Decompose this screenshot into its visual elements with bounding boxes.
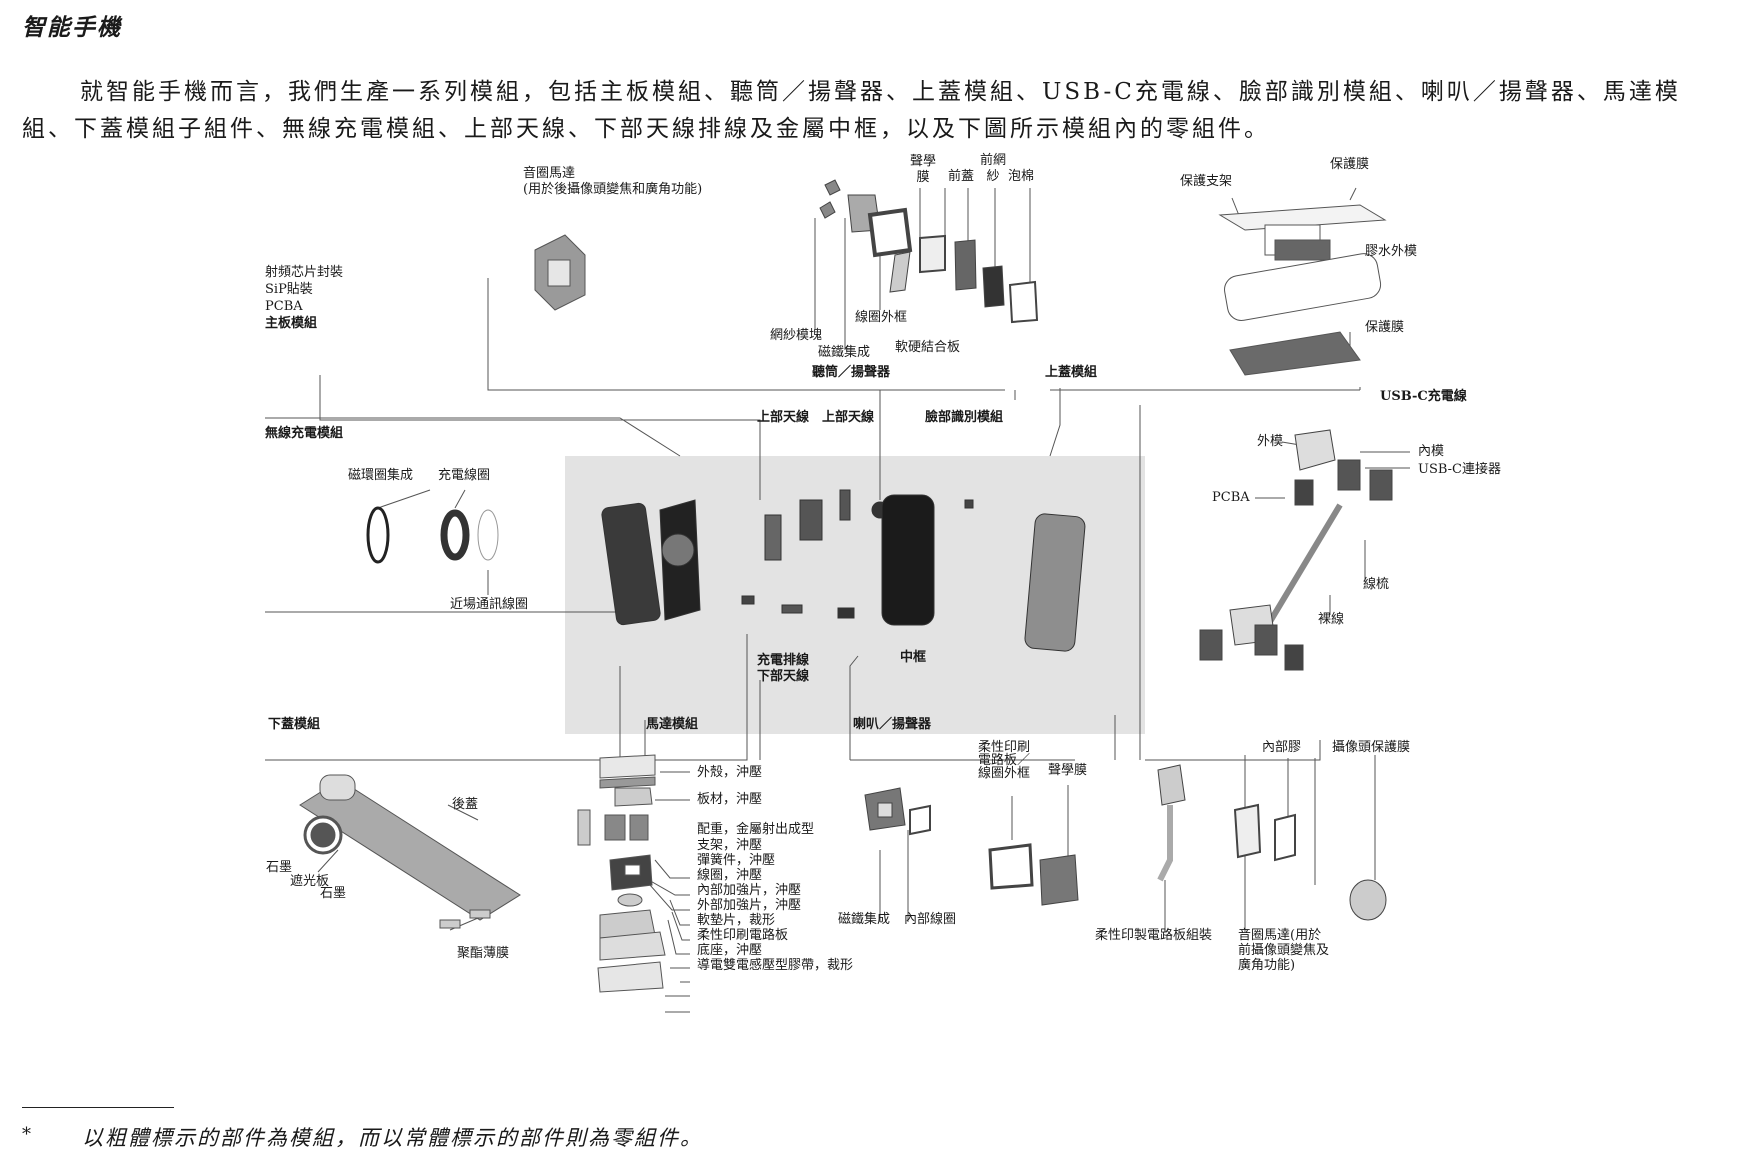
mainboard-label-sip: SiP貼裝 xyxy=(265,282,313,297)
center-lower-antenna: 下部天線 xyxy=(757,669,810,684)
center-upper-antenna-2: 上部天線 xyxy=(822,410,875,425)
mainboard-label-rf: 射頻芯片封裝 xyxy=(265,265,344,280)
mainboard-label-pcba: PCBA xyxy=(265,299,303,314)
camera-vcm: 音圈馬達(用於 前攝像頭變焦及 廣角功能) xyxy=(1238,928,1330,973)
section-heading: 智能手機 xyxy=(22,14,122,41)
bottom-light-shield: 遮光板 xyxy=(290,874,330,889)
top-cover-glue-mold: 膠水外模 xyxy=(1365,244,1418,259)
center-phone-assembly xyxy=(601,489,1086,652)
footnote-text: 以粗體標示的部件為模組，而以常體標示的部件則為零組件。 xyxy=(82,1126,703,1150)
top-cover-film2: 保護膜 xyxy=(1365,320,1405,335)
usbc-pcba: PCBA xyxy=(1212,490,1250,505)
speaker-inner-coil: 內部線圈 xyxy=(904,912,957,927)
motor-item: 彈簧件，沖壓 xyxy=(697,853,776,868)
camera-fpc-assembly: 柔性印製電路板組裝 xyxy=(1095,928,1213,943)
top-cover-parts xyxy=(1218,204,1387,376)
bottom-graphite-1: 石墨 xyxy=(266,860,293,875)
receiver-magnet: 磁鐵集成 xyxy=(818,345,871,360)
wireless-title: 無線充電模組 xyxy=(265,426,344,441)
voice-coil-motor-top xyxy=(534,234,586,311)
camera-parts xyxy=(1157,764,1387,921)
receiver-title: 聽筒／揚聲器 xyxy=(812,365,891,380)
diagram-artwork xyxy=(265,179,1410,1013)
top-cover-bracket: 保護支架 xyxy=(1180,174,1233,189)
vcm-top-label: 音圈馬達 xyxy=(523,166,576,181)
receiver-front-mesh: 前網 紗 xyxy=(980,153,1007,184)
receiver-rigid-flex: 軟硬結合板 xyxy=(895,340,961,355)
receiver-mesh-block: 網紗模塊 xyxy=(770,328,823,343)
motor-item: 線圈，沖壓 xyxy=(697,868,763,883)
top-cover-film1: 保護膜 xyxy=(1330,157,1370,172)
motor-item: 外殼，沖壓 xyxy=(697,765,763,780)
center-mid-frame: 中框 xyxy=(900,650,927,665)
wireless-charge-coil: 充電線圈 xyxy=(438,468,491,483)
motor-item: 底座，沖壓 xyxy=(697,943,763,958)
center-face-id: 臉部識別模組 xyxy=(925,410,1004,425)
speaker-fpc-frame: 柔性印刷 電路板／ 線圈外框 xyxy=(978,740,1031,781)
speaker-magnet: 磁鐵集成 xyxy=(838,912,891,927)
motor-item: 板材，沖壓 xyxy=(697,792,763,807)
motor-title: 馬達模組 xyxy=(646,717,699,732)
mainboard-title: 主板模組 xyxy=(265,316,318,331)
motor-item: 配重，金屬射出成型 xyxy=(697,822,815,837)
wireless-parts xyxy=(366,506,499,564)
speaker-title: 喇叭／揚聲器 xyxy=(853,717,932,732)
receiver-coil-frame: 線圈外框 xyxy=(855,310,908,325)
receiver-parts xyxy=(819,179,1039,324)
usbc-outer-mold: 外模 xyxy=(1257,434,1284,449)
center-charge-flex: 充電排線 xyxy=(757,653,810,668)
footnote-divider xyxy=(22,1107,174,1108)
top-cover-title: 上蓋模組 xyxy=(1045,365,1098,380)
usbc-inner-mold: 內模 xyxy=(1418,444,1445,459)
usbc-bare-wire: 裸線 xyxy=(1318,612,1345,627)
vcm-top-label-sub: (用於後攝像頭變焦和廣角功能) xyxy=(523,182,703,197)
center-upper-antenna-1: 上部天線 xyxy=(757,410,810,425)
bottom-back-cover: 後蓋 xyxy=(452,797,479,812)
motor-item: 導電雙電感壓型膠帶，裁形 xyxy=(697,958,854,973)
bottom-graphite-2: 石墨 xyxy=(320,886,347,901)
receiver-foam: 泡棉 xyxy=(1008,169,1035,184)
bottom-polyester: 聚酯薄膜 xyxy=(457,946,510,961)
receiver-acoustic-membrane: 聲學 膜 xyxy=(910,154,937,185)
camera-lens-film: 攝像頭保護膜 xyxy=(1332,740,1411,755)
motor-parts xyxy=(577,754,666,993)
intro-paragraph: 就智能手機而言，我們生產一系列模組，包括主板模組、聽筒／揚聲器、上蓋模組、USB… xyxy=(22,79,1681,142)
speaker-parts xyxy=(864,787,1079,906)
bottom-cover-title: 下蓋模組 xyxy=(268,717,321,732)
footnote-mark: * xyxy=(22,1124,31,1145)
wireless-nfc: 近場通訊線圈 xyxy=(450,597,529,612)
motor-item: 柔性印刷電路板 xyxy=(697,928,789,943)
exploded-diagram: 射頻芯片封裝 SiP貼裝 PCBA 主板模組 音圈馬達 (用於後攝像頭變焦和廣角… xyxy=(0,153,1742,1100)
motor-item: 支架，沖壓 xyxy=(697,838,763,853)
bottom-cover-parts xyxy=(299,774,521,929)
usbc-comb: 線梳 xyxy=(1363,577,1390,592)
usbc-connector: USB-C連接器 xyxy=(1418,462,1501,477)
camera-inner-glue: 內部膠 xyxy=(1262,740,1302,755)
usbc-title: USB-C充電線 xyxy=(1380,389,1467,404)
receiver-front-cover: 前蓋 xyxy=(948,169,975,184)
motor-item: 外部加強片，沖壓 xyxy=(697,898,802,913)
motor-item: 內部加強片，沖壓 xyxy=(697,883,802,898)
speaker-membrane: 聲學膜 xyxy=(1048,763,1088,778)
usbc-cable xyxy=(1199,429,1393,671)
wireless-ferrite: 磁環圈集成 xyxy=(348,468,414,483)
motor-item: 軟墊片，裁形 xyxy=(697,913,776,928)
